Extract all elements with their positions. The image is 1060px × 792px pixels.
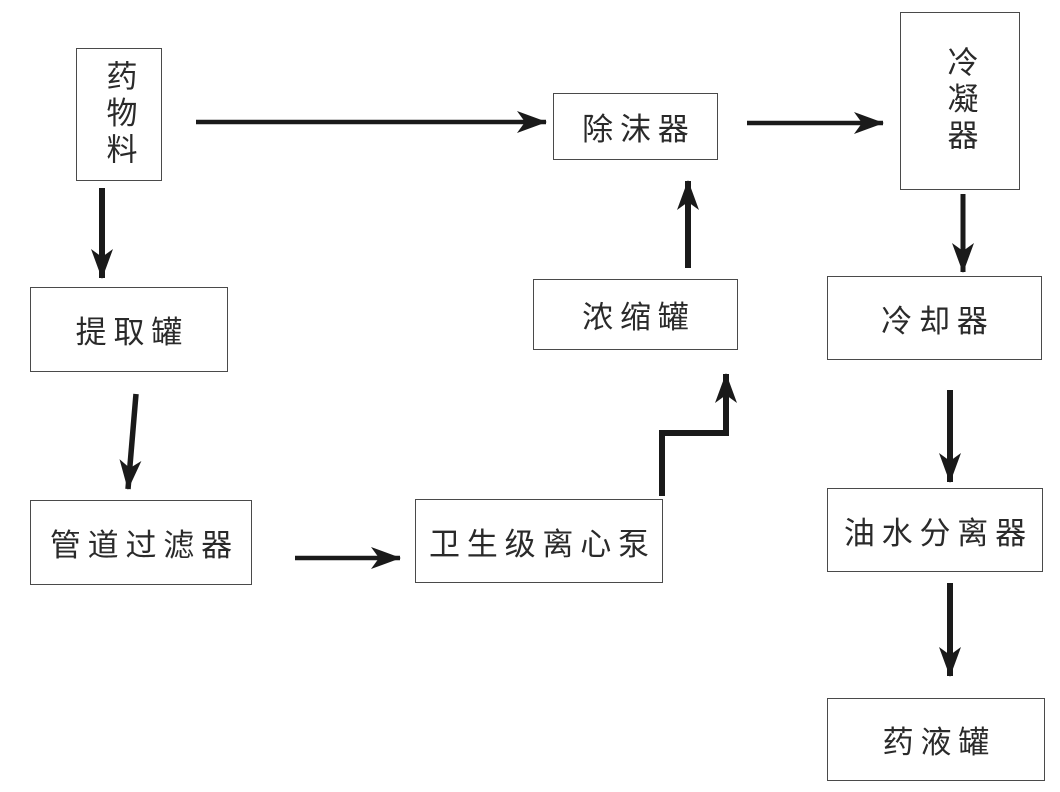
arrow-pump-to-concentration-tank [659,373,737,496]
node-oil-water-separator: 油水分离器 [827,488,1043,572]
node-extraction-tank: 提取罐 [30,287,228,372]
node-pipeline-filter: 管道过滤器 [30,500,252,585]
node-concentration-tank: 浓缩罐 [533,279,738,350]
node-sanitary-centrifugal-pump: 卫生级离心泵 [415,499,663,583]
node-condenser: 冷凝器 [900,12,1020,190]
node-cooler: 冷却器 [827,276,1042,360]
node-drug-material: 药物料 [76,48,162,181]
arrow-extraction-tank-to-pipeline-filter [119,393,142,490]
node-demister: 除沫器 [553,93,718,160]
node-liquid-medicine-tank: 药液罐 [827,698,1045,781]
